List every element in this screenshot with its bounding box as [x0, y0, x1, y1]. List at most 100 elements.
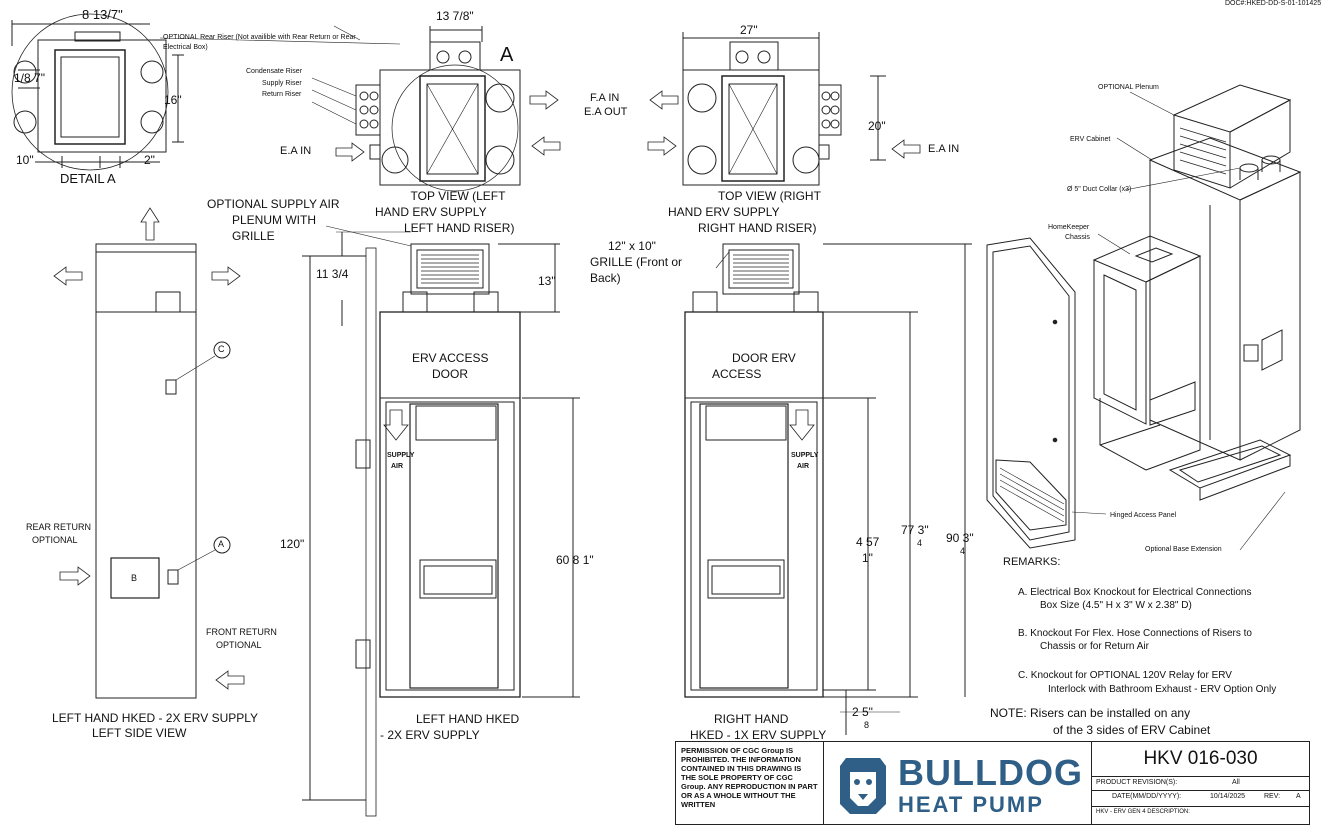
duct-collar-callout: Ø 5" Duct Collar (x3)	[1067, 186, 1132, 193]
dim-60: 60 8 1"	[556, 553, 594, 567]
detail-a-view	[11, 13, 401, 171]
top-left-title-1: TOP VIEW (LEFT	[410, 189, 506, 203]
isometric-view	[986, 84, 1302, 551]
top-left-title-3: LEFT HAND RISER)	[404, 221, 515, 235]
front-right-title-1: RIGHT HAND	[714, 712, 789, 726]
return-riser-label: Return Riser	[262, 91, 302, 98]
dim-45b: 1"	[862, 551, 873, 565]
front-left-title-1: LEFT HAND HKED	[416, 712, 520, 726]
dim-90: 90 3"	[946, 531, 974, 545]
airflow-arrows	[53, 90, 921, 690]
dim-11-3-4: 11 3/4	[316, 267, 349, 281]
grille-note-2: GRILLE (Front or	[590, 255, 683, 269]
optional-supply-note-1: OPTIONAL SUPPLY AIR	[207, 197, 340, 211]
supply-air-right-2: AIR	[797, 463, 810, 470]
optional-rear-riser-note: OPTIONAL Rear Riser (Not availible with …	[163, 34, 356, 41]
rev-value: All	[1232, 779, 1240, 786]
grille-note-3: Back)	[590, 271, 621, 285]
row-date: DATE(MM/DD/YYYY): 10/14/2025 REV: A	[1092, 790, 1309, 806]
note-line2: of the 3 sides of ERV Cabinet	[1053, 723, 1211, 737]
homekeeper-callout-1: HomeKeeper	[1048, 224, 1090, 231]
row-revisions: PRODUCT REVISION(S): All	[1092, 776, 1309, 790]
supply-air-left-1: SUPPLY	[387, 452, 415, 459]
remark-a-line2: Box Size (4.5" H x 3" W x 2.38" D)	[1040, 600, 1192, 611]
front-return-label-2: OPTIONAL	[216, 640, 262, 650]
erv-access-door-1: ERV ACCESS	[412, 351, 489, 365]
front-return-label-1: FRONT RETURN	[206, 627, 277, 637]
top-left-title-2: HAND ERV SUPPLY	[375, 205, 487, 219]
remark-b-line1: B. Knockout For Flex. Hose Connections o…	[1018, 628, 1252, 639]
doc-reference: DOC#:HKED-DD-S-01-101425	[1225, 0, 1321, 7]
detail-a-dim-left: 1/8 7"	[14, 71, 45, 85]
fa-in-label: F.A IN	[590, 92, 620, 104]
top-right-dim-top: 27"	[740, 23, 758, 37]
remarks-title: REMARKS:	[1003, 556, 1061, 568]
top-view-right	[682, 32, 886, 186]
hinged-panel-callout: Hinged Access Panel	[1110, 512, 1177, 519]
detail-a-dim-bottom-right: 2"	[144, 153, 155, 167]
description-label: HKV - ERV GEN 4 DESCRIPTION:	[1096, 809, 1190, 815]
logo-text-bulldog: BULLDOG	[898, 752, 1083, 793]
ea-in-right-label: E.A IN	[928, 143, 960, 155]
optional-rear-riser-note-2: Electrical Box)	[163, 44, 208, 51]
drawing-number: HKV 016-030	[1143, 748, 1258, 769]
dim-45: 4 57	[856, 535, 880, 549]
row-description: HKV - ERV GEN 4 DESCRIPTION:	[1092, 806, 1309, 824]
note-line1: NOTE: Risers can be installed on any	[990, 706, 1191, 720]
remark-a-line1: A. Electrical Box Knockout for Electrica…	[1018, 587, 1252, 598]
front-left-title-2: - 2X ERV SUPPLY	[380, 728, 480, 742]
rear-return-label-2: OPTIONAL	[32, 535, 78, 545]
door-erv-access-1: DOOR ERV	[732, 351, 796, 365]
side-view-title-1: LEFT HAND HKED - 2X ERV SUPPLY	[52, 711, 259, 725]
dim-120: 120"	[280, 537, 305, 551]
left-side-view	[95, 243, 231, 699]
title-block-fields: HKV 016-030 PRODUCT REVISION(S): All DAT…	[1092, 742, 1309, 824]
front-view-left	[302, 225, 580, 817]
top-right-title-2: HAND ERV SUPPLY	[668, 205, 780, 219]
marker-b: B	[131, 573, 138, 583]
top-right-title-1: TOP VIEW (RIGHT	[718, 189, 821, 203]
detail-a-dim-bottom-left: 10"	[16, 153, 34, 167]
remark-b-line2: Chassis or for Return Air	[1040, 641, 1149, 652]
logo-text-heat-pump: HEAT PUMP	[898, 792, 1044, 817]
date-label: DATE(MM/DD/YYYY):	[1112, 793, 1182, 800]
detail-a-label: DETAIL A	[60, 171, 116, 186]
top-left-dim-top: 13 7/8"	[436, 9, 474, 23]
section-marker-a: A	[500, 44, 514, 66]
optional-supply-note-3: GRILLE	[232, 229, 275, 243]
optional-plenum-callout: OPTIONAL Plenum	[1098, 84, 1159, 91]
rev2-label: REV:	[1264, 793, 1281, 800]
homekeeper-callout-2: Chassis	[1065, 234, 1090, 241]
optional-supply-note-2: PLENUM WITH	[232, 213, 316, 227]
dim-2-5-8: 2 5"	[852, 705, 873, 719]
remark-c-line1: C. Knockout for OPTIONAL 120V Relay for …	[1018, 670, 1232, 681]
title-block: PERMISSION OF CGC Group IS PROHIBITED. T…	[675, 741, 1310, 825]
base-extension-callout: Optional Base Extension	[1145, 546, 1222, 553]
top-right-dim-right: 20"	[868, 119, 886, 133]
rev2-value: A	[1296, 793, 1301, 800]
bulldog-icon	[840, 758, 886, 814]
erv-access-door-2: DOOR	[432, 367, 468, 381]
ea-out-label: E.A OUT	[584, 106, 628, 118]
rev-label: PRODUCT REVISION(S):	[1096, 779, 1178, 786]
supply-air-left-2: AIR	[391, 463, 404, 470]
date-value: 10/14/2025	[1210, 793, 1246, 800]
bulldog-logo: BULLDOG HEAT PUMP	[824, 742, 1092, 824]
top-view-left	[311, 25, 521, 192]
condensate-riser-label: Condensate Riser	[246, 68, 303, 75]
detail-a-dim-right: 16"	[164, 93, 182, 107]
door-erv-access-2: ACCESS	[712, 367, 762, 381]
erv-cabinet-callout: ERV Cabinet	[1070, 136, 1111, 143]
dim-13: 13"	[538, 274, 556, 288]
remark-c-line2: Interlock with Bathroom Exhaust - ERV Op…	[1048, 684, 1277, 695]
side-view-title-2: LEFT SIDE VIEW	[92, 726, 187, 740]
front-right-title-2: HKED - 1X ERV SUPPLY	[690, 728, 827, 742]
ea-in-left-label: E.A IN	[280, 145, 312, 157]
supply-air-right-1: SUPPLY	[791, 452, 819, 459]
detail-a-dim-top: 8 13/7"	[82, 7, 123, 22]
permission-notice: PERMISSION OF CGC Group IS PROHIBITED. T…	[676, 742, 824, 824]
grille-note-1: 12" x 10"	[608, 239, 656, 253]
marker-a: A	[218, 539, 225, 549]
